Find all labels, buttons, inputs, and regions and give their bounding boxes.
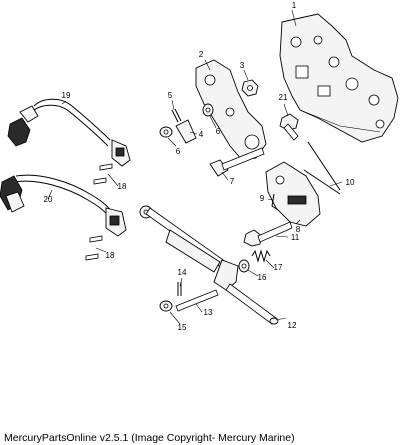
part-4-pin: [175, 119, 197, 144]
callout-8: 8: [296, 225, 301, 234]
callout-20: 20: [44, 195, 53, 204]
part-3-nut: [241, 79, 259, 97]
callout-15: 15: [178, 323, 187, 332]
part-19-harness-sensor: [7, 98, 131, 167]
callout-2: 2: [199, 50, 204, 59]
part-15-washer: [159, 300, 173, 312]
callout-10: 10: [346, 178, 355, 187]
callout-6a: 6: [176, 147, 181, 156]
part-16-washer: [238, 259, 250, 273]
callout-1: 1: [292, 1, 297, 10]
part-6-washers: [159, 103, 214, 138]
callout-6b: 6: [216, 127, 221, 136]
part-5-cotter-pin: [171, 108, 182, 123]
part-14-cotter-pin: [177, 282, 182, 296]
callout-11: 11: [291, 233, 300, 242]
callout-13: 13: [204, 308, 213, 317]
part-17-spring: [251, 249, 271, 263]
part-18-screws: [85, 163, 113, 261]
callout-17: 17: [274, 263, 283, 272]
leader-lines: [47, 9, 343, 325]
callout-9: 9: [260, 194, 265, 203]
part-1-bracket: [279, 13, 399, 143]
callout-16: 16: [258, 273, 267, 282]
part-10-rod: [303, 141, 341, 195]
callout-14: 14: [178, 268, 187, 277]
callout-18b: 18: [106, 251, 115, 260]
callout-3: 3: [240, 61, 245, 70]
callout-4: 4: [199, 130, 204, 139]
part-8-shift-block: [265, 161, 321, 227]
callout-19: 19: [62, 91, 71, 100]
part-9-clip: [271, 193, 279, 211]
part-11-bolt: [243, 221, 293, 247]
part-21-bolt: [279, 113, 299, 141]
callout-12: 12: [288, 321, 297, 330]
callout-18a: 18: [118, 182, 127, 191]
callout-labels: 1 2 3 4 5 6 6 7 8 9 10 11 12 13 14 15 16…: [44, 1, 355, 332]
part-13-pin-rod: [175, 289, 219, 312]
callout-5: 5: [168, 91, 173, 100]
callout-7: 7: [230, 177, 235, 186]
exploded-parts-diagram: 1 2 3 4 5 6 6 7 8 9 10 11 12 13 14 15 16…: [0, 1, 399, 332]
part-12-shift-shaft: [139, 205, 279, 325]
part-7-bolt: [209, 147, 265, 177]
copyright-footer: MercuryPartsOnline v2.5.1 (Image Copyrig…: [4, 432, 295, 444]
callout-21: 21: [279, 93, 288, 102]
part-20-harness-sensor: [0, 174, 127, 237]
